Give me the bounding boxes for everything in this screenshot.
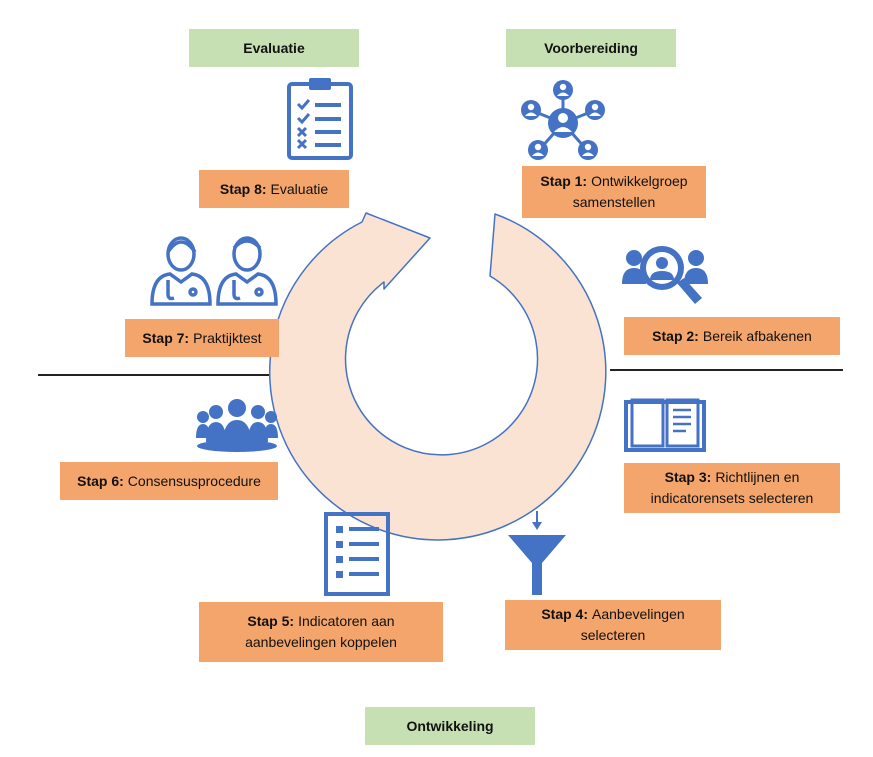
clipboard-checklist-icon [287,76,353,160]
step-2-label: Stap 2: [652,327,699,344]
step-7-label: Stap 7: [142,329,190,346]
step-2-text: Bereik afbakenen [702,327,812,344]
step-4-box: Stap 4:Aanbevelingen selecteren [505,600,721,650]
group-icon [196,398,278,452]
step-3-box: Stap 3:Richtlijnen en indicatorensets se… [624,463,840,513]
divider-line-right [610,369,843,371]
people-search-icon [622,240,708,306]
step-5-text: Indicatoren aan aanbevelingen koppelen [245,613,397,650]
step-4-text: Aanbevelingen selecteren [580,606,685,643]
step-3-text: Richtlijnen en indicatorensets selectere… [650,469,814,506]
step-2-box: Stap 2:Bereik afbakenen [624,317,840,355]
step-3-label: Stap 3: [664,469,712,485]
step-7-box: Stap 7:Praktijktest [125,319,279,357]
step-8-text: Evaluatie [270,180,329,197]
step-7-text: Praktijktest [193,329,262,346]
step-8-box: Stap 8:Evaluatie [199,170,349,208]
step-1-box: Stap 1:Ontwikkelgroep samenstellen [522,166,706,218]
phase-evaluatie: Evaluatie [189,29,359,67]
step-8-label: Stap 8: [219,180,267,197]
step-6-text: Consensusprocedure [127,472,261,489]
doctors-icon [148,232,282,306]
divider-line-left [38,374,300,376]
step-1-label: Stap 1: [540,173,588,189]
phase-voorbereiding: Voorbereiding [506,29,676,67]
step-6-box: Stap 6:Consensusprocedure [60,462,278,500]
step-5-label: Stap 5: [247,613,295,629]
checklist-icon [324,512,390,596]
step-4-label: Stap 4: [541,606,589,622]
step-6-label: Stap 6: [77,472,124,489]
phase-ontwikkeling: Ontwikkeling [365,707,535,745]
funnel-icon [506,511,568,597]
open-book-icon [624,398,706,454]
step-1-text: Ontwikkelgroep samenstellen [572,173,688,210]
step-5-box: Stap 5:Indicatoren aan aanbevelingen kop… [199,602,443,662]
network-icon [518,76,608,166]
